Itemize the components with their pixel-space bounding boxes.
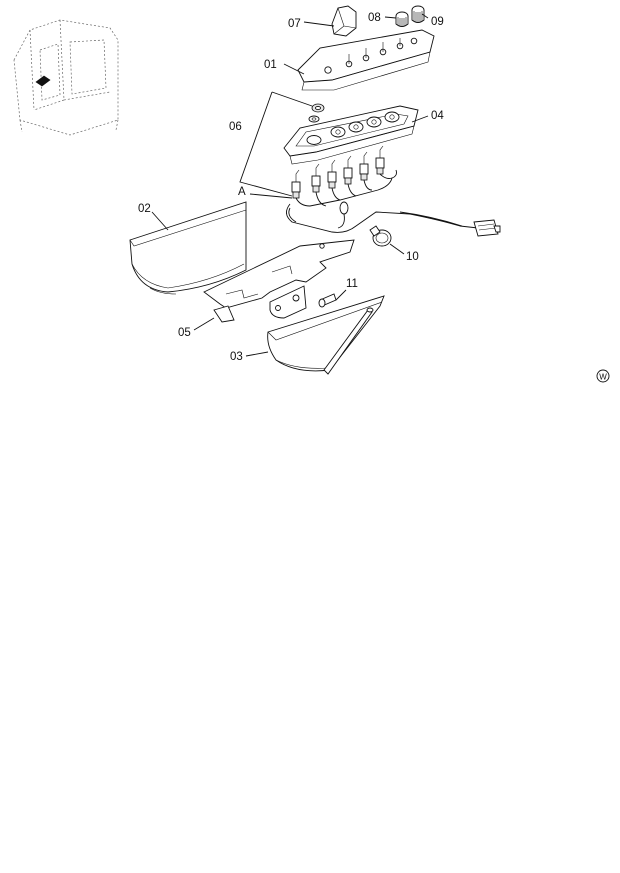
cab-location-thumbnail bbox=[13, 19, 119, 136]
callout-view-a: A bbox=[238, 186, 246, 198]
part-03-lower-cover bbox=[267, 295, 385, 375]
part-06-nut-washer bbox=[308, 103, 325, 123]
callout-05: 05 bbox=[178, 327, 191, 339]
wire-harness bbox=[286, 203, 501, 237]
corner-mark-letter: W bbox=[599, 373, 607, 382]
toggle-switch-assembly bbox=[291, 145, 397, 229]
bracket-06-line bbox=[239, 91, 313, 197]
callout-04: 04 bbox=[431, 110, 444, 122]
part-10-clamp bbox=[369, 225, 392, 247]
callout-08: 08 bbox=[368, 12, 381, 24]
part-08-knob bbox=[395, 11, 409, 27]
callout-10: 10 bbox=[406, 251, 419, 263]
location-marker-icon bbox=[35, 75, 51, 87]
corner-w-mark: W bbox=[596, 369, 610, 383]
part-11-screw bbox=[318, 293, 337, 308]
part-09-knob bbox=[411, 5, 425, 23]
part-02-front-cover bbox=[129, 201, 247, 295]
leader-lines bbox=[151, 13, 429, 357]
part-07-knob bbox=[331, 5, 357, 37]
callout-03: 03 bbox=[230, 351, 243, 363]
callout-01: 01 bbox=[264, 59, 277, 71]
callout-07: 07 bbox=[288, 18, 301, 30]
part-04-switch-panel bbox=[283, 105, 419, 165]
part-05-bracket-plate bbox=[203, 239, 355, 323]
callout-09: 09 bbox=[431, 16, 444, 28]
part-01-cover-panel bbox=[297, 29, 435, 91]
callout-02: 02 bbox=[138, 203, 151, 215]
callout-06: 06 bbox=[229, 121, 242, 133]
callout-11: 11 bbox=[346, 278, 358, 290]
